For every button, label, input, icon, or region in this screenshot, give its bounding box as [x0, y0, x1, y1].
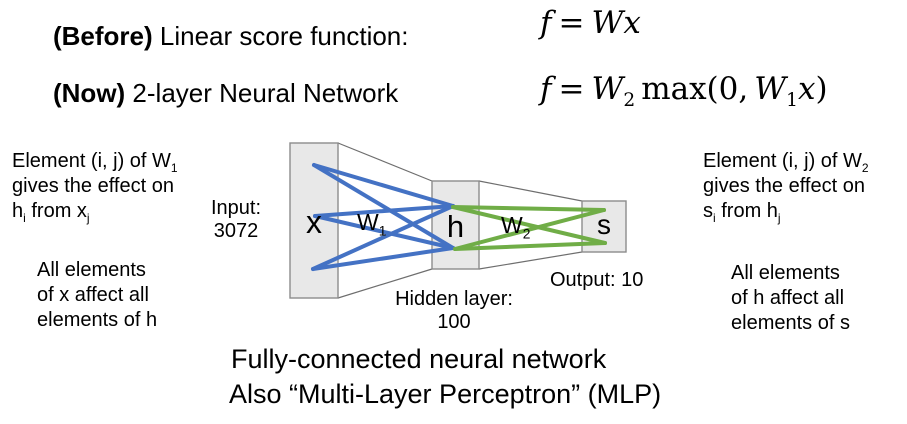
formula-x: x: [623, 5, 641, 41]
hidden-box: [431, 180, 480, 270]
equals-sign: =: [558, 71, 585, 107]
w1-connections: [311, 163, 455, 271]
note-line: elements of s: [731, 312, 850, 334]
formula-W1-subscript: 1: [786, 90, 798, 112]
output-size-label: Output: 10: [550, 269, 644, 291]
note-line: All elements: [37, 259, 146, 281]
formula-x: x: [797, 71, 816, 107]
note-line: hi from xj: [12, 199, 178, 224]
s-node-label: s: [597, 209, 611, 240]
w1-connection-line: [311, 204, 455, 271]
w1-connection-line: [311, 246, 455, 271]
w1-connection-line: [313, 204, 455, 218]
note-text: from x: [25, 200, 87, 222]
before-heading: (Before) Linear score function:: [53, 21, 408, 51]
note-line: of h affect all: [731, 287, 845, 309]
note-line: si from hj: [703, 199, 869, 224]
note-line: gives the effect on: [12, 175, 174, 197]
w2-connection-line: [453, 241, 607, 251]
left-note-all-elements: All elements of x affect all elements of…: [37, 258, 157, 333]
note-subscript: i: [23, 211, 26, 225]
frustum-outlines: [337, 142, 583, 299]
w1-base: W: [357, 209, 379, 235]
now-heading-text: 2-layer Neural Network: [125, 78, 399, 108]
frustum-line-top-left: [337, 142, 433, 182]
w2-base: W: [501, 212, 523, 238]
right-note-all-elements: All elements of h affect all elements of…: [731, 261, 850, 336]
mlp-caption: Also “Multi-Layer Perceptron” (MLP): [229, 379, 662, 409]
note-line: Element (i, j) of W1: [12, 149, 178, 174]
w1-weight-label: W1: [357, 209, 386, 238]
before-label: (Before): [53, 21, 153, 51]
before-heading-text: Linear score function:: [152, 21, 409, 51]
w2-subscript: 2: [522, 226, 531, 242]
formula-W: W: [591, 5, 624, 41]
input-size-label: Input: 3072: [200, 197, 272, 243]
note-text: Element (i, j) of W: [703, 150, 862, 172]
formula-linear: f=Wx: [540, 4, 641, 42]
w1-connection-line: [312, 163, 455, 208]
equals-sign: =: [558, 5, 585, 41]
formula-f: f: [540, 5, 552, 41]
note-subscript: j: [777, 211, 781, 225]
fully-connected-caption: Fully-connected neural network: [231, 344, 607, 374]
note-text: h: [12, 200, 24, 222]
note-line: gives the effect on: [703, 175, 865, 197]
w2-connection-line: [451, 205, 606, 212]
formula-W2-subscript: 2: [623, 90, 636, 112]
w2-connection-line: [451, 205, 607, 245]
note-line: elements of h: [37, 309, 158, 331]
now-heading: (Now) 2-layer Neural Network: [53, 78, 398, 108]
frustum-line-bottom-right: [478, 251, 583, 270]
w1-connection-line: [312, 163, 455, 250]
note-subscript: i: [713, 211, 716, 225]
w1-subscript: 1: [378, 223, 387, 239]
x-node-label: x: [306, 204, 322, 240]
note-subscript: 1: [170, 161, 178, 175]
note-text: Element (i, j) of W: [12, 150, 171, 172]
now-label: (Now): [53, 78, 126, 108]
formula-max: max(0,: [641, 71, 749, 107]
w2-connection-line: [453, 208, 606, 251]
note-line: All elements: [731, 262, 840, 284]
w2-connections: [451, 205, 607, 251]
note-subscript: j: [86, 211, 90, 225]
w1-connection-line: [313, 214, 455, 250]
hidden-label-line2: 100: [437, 311, 471, 333]
formula-W2: W: [591, 71, 624, 107]
input-label-line1: Input:: [210, 197, 262, 219]
frustum-line-top-right: [478, 180, 583, 202]
h-node-label: h: [446, 209, 465, 244]
note-line: Element (i, j) of W2: [703, 149, 869, 174]
left-note-w1-effect: Element (i, j) of W1 gives the effect on…: [12, 149, 178, 224]
note-line: of x affect all: [37, 284, 149, 306]
formula-f: f: [540, 71, 552, 107]
hidden-layer-label: Hidden layer: 100: [369, 288, 539, 334]
note-text: from h: [715, 200, 778, 222]
formula-close-paren: ): [815, 71, 828, 107]
frustum-line-bottom-left: [337, 268, 433, 299]
note-text: s: [703, 200, 713, 222]
w2-weight-label: W2: [501, 212, 530, 241]
input-label-line2: 3072: [213, 220, 259, 242]
note-subscript: 2: [861, 161, 869, 175]
hidden-label-line1: Hidden layer:: [395, 288, 513, 310]
right-note-w2-effect: Element (i, j) of W2 gives the effect on…: [703, 149, 869, 224]
formula-W1: W: [754, 71, 787, 107]
